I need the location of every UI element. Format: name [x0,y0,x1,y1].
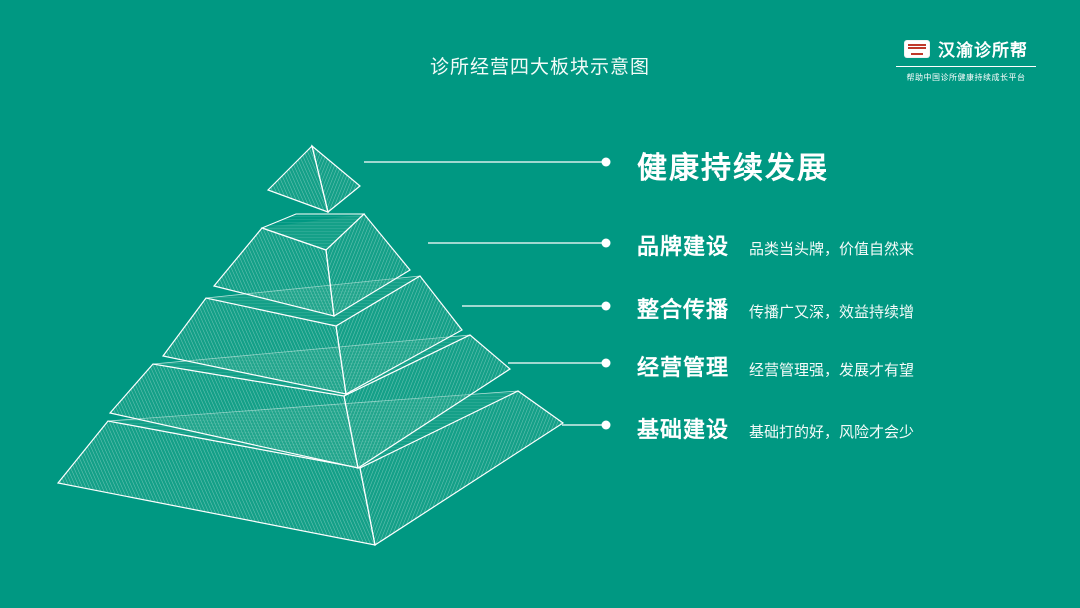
level-3-label: 整合传播 传播广又深，效益持续增 [637,292,914,324]
level-5-label: 基础建设 基础打的好，风险才会少 [637,412,914,444]
pyramid-layer-1 [266,144,361,214]
connector-4 [508,358,611,368]
level-1-label: 健康持续发展 [637,143,829,187]
connector-3 [462,301,611,311]
level-3-title: 整合传播 [637,298,730,323]
slide-title: 诊所经营四大板块示意图 [429,56,650,78]
brand-divider [896,66,1036,67]
brand-header: 汉渝诊所帮 [896,36,1036,61]
connector-2 [428,238,611,248]
connector-1 [364,157,611,167]
brand-name: 汉渝诊所帮 [938,41,1028,61]
brand-block: 汉渝诊所帮 帮助中国诊所健康持续成长平台 [896,36,1036,83]
brand-tagline: 帮助中国诊所健康持续成长平台 [906,73,1026,82]
connector-5 [562,420,611,430]
clinic-logo-icon [904,39,930,58]
level-4-title: 经营管理 [637,356,730,381]
level-4-label: 经营管理 经营管理强，发展才有望 [637,350,914,382]
pyramid-layer-2 [212,213,411,317]
level-2-description: 品类当头牌，价值自然来 [749,240,915,258]
level-1-title: 健康持续发展 [637,151,829,186]
level-4-description: 经营管理强，发展才有望 [749,361,915,379]
level-2-title: 品牌建设 [637,235,730,260]
level-5-description: 基础打的好，风险才会少 [749,423,915,441]
level-5-title: 基础建设 [637,418,730,443]
level-2-label: 品牌建设 品类当头牌，价值自然来 [637,229,914,261]
level-3-description: 传播广又深，效益持续增 [749,303,915,321]
